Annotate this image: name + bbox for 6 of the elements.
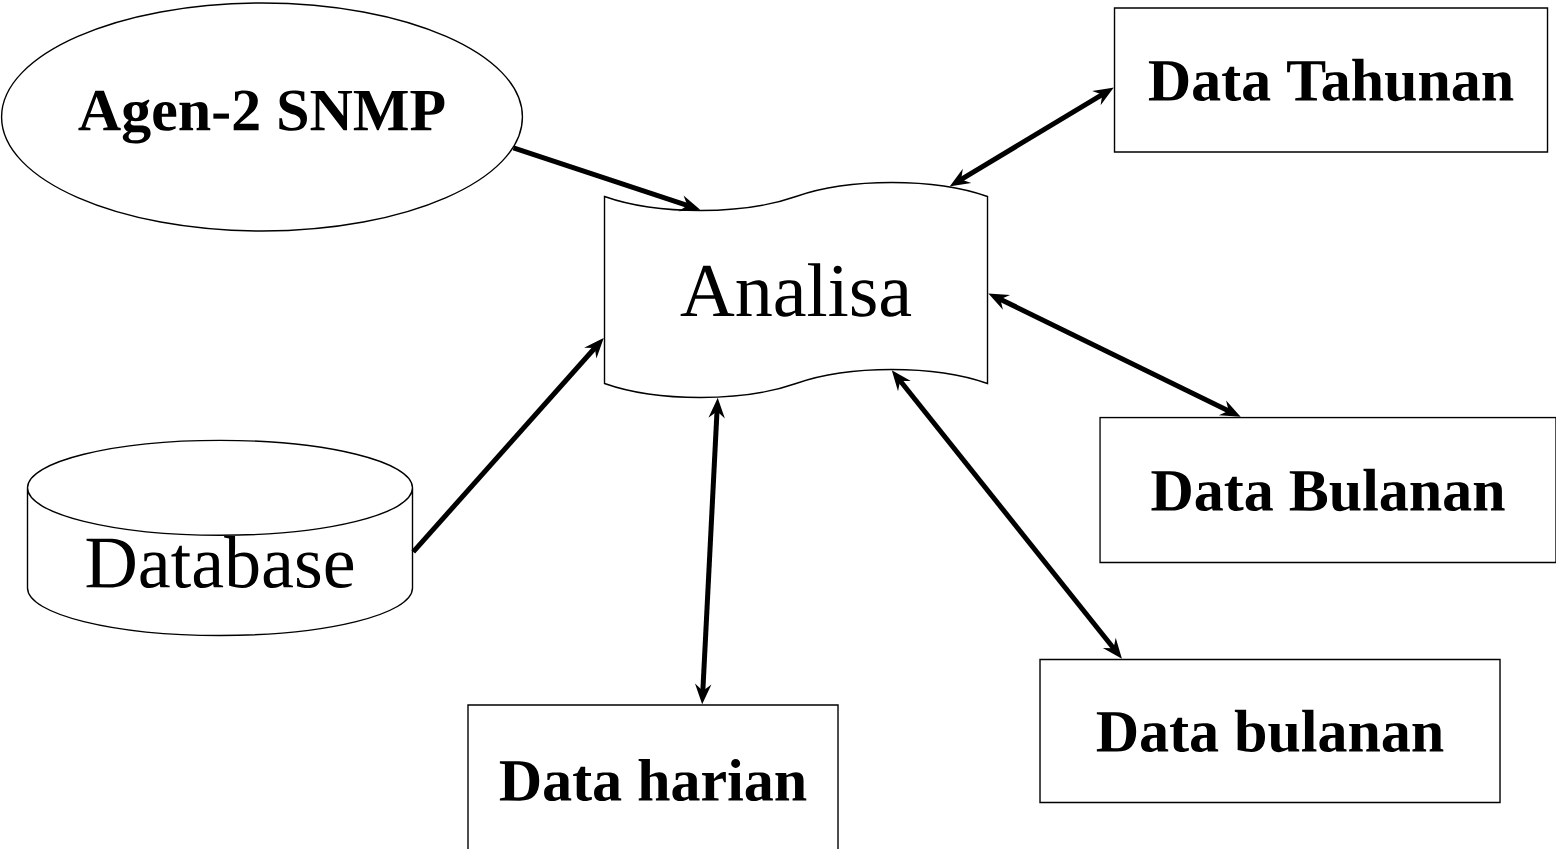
database-cylinder: Database <box>26 439 414 637</box>
process-box: Data Bulanan <box>1099 416 1556 564</box>
process-box: Data Tahunan <box>1113 7 1549 153</box>
ellipse-node: Agen-2 SNMP <box>0 2 524 232</box>
process-box: Data harian <box>467 704 839 849</box>
process-box: Data bulanan <box>1039 658 1501 804</box>
